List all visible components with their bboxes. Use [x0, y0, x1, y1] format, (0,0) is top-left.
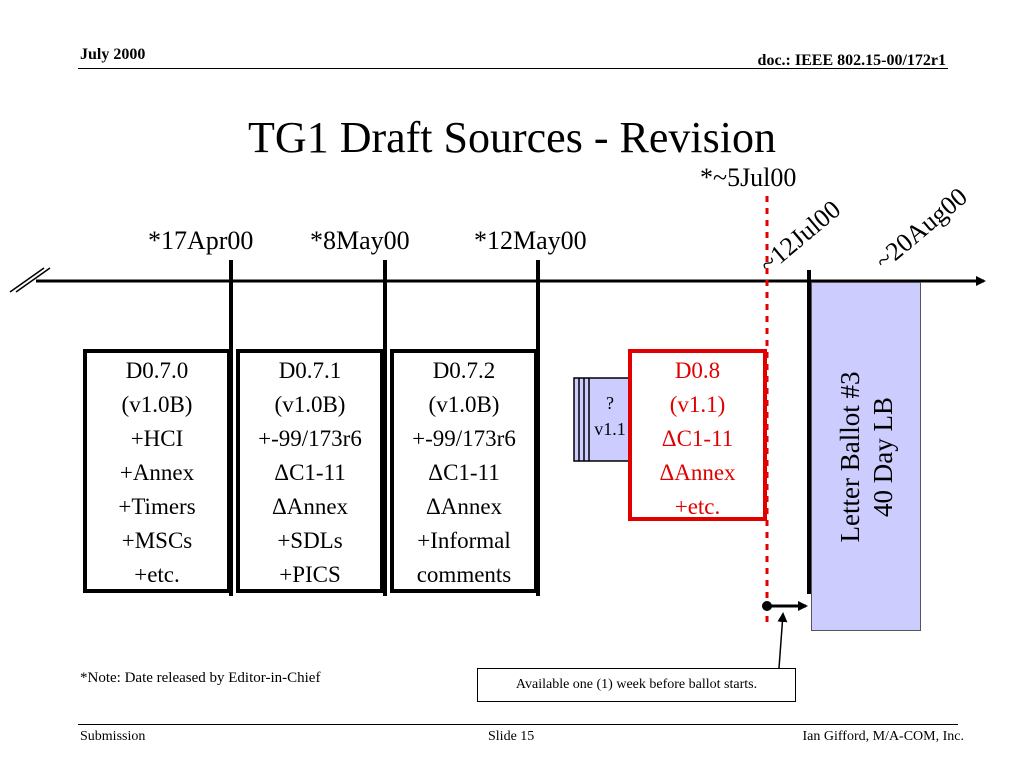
draft-line: ΔC1-11: [428, 460, 500, 485]
draft-line: comments: [416, 562, 512, 587]
arrow-label-line: v1.1: [594, 419, 626, 439]
ballot-line: Letter Ballot #3: [835, 371, 865, 543]
draft-line: +MSCs: [121, 528, 193, 553]
draft-line: ΔAnnex: [271, 494, 349, 519]
draft-line: (v1.1): [669, 392, 726, 417]
draft-line: +PICS: [279, 562, 341, 587]
callout-text: Available one (1) week before ballot sta…: [515, 677, 758, 692]
draft-line: ΔAnnex: [659, 460, 736, 485]
timeline-break-mark: [15, 267, 51, 293]
draft-line: D0.7.2: [432, 358, 496, 383]
date-label-8may: *8May00: [310, 226, 410, 255]
callout-box: Available one (1) week before ballot sta…: [477, 668, 796, 702]
footer-slide-number: Slide 15: [488, 729, 535, 744]
letter-ballot-box: Letter Ballot #3 40 Day LB: [811, 282, 921, 631]
footer-rule: [78, 724, 958, 725]
header-rule: [78, 68, 948, 69]
draft-line: +SDLs: [277, 528, 343, 553]
date-label-17apr: *17Apr00: [148, 226, 254, 255]
date-label-12may: *12May00: [474, 226, 587, 255]
callout-connector: [777, 612, 788, 669]
draft-box-d072: D0.7.2 (v1.0B) +-99/173r6 ΔC1-11 ΔAnnex …: [390, 349, 538, 593]
draft-line: ΔC1-11: [661, 426, 734, 451]
letter-ballot-text: Letter Ballot #3 40 Day LB: [834, 287, 900, 627]
draft-box-d071: D0.7.1 (v1.0B) +-99/173r6 ΔC1-11 ΔAnnex …: [236, 349, 384, 593]
ballot-line: 40 Day LB: [868, 397, 898, 517]
editor-note: *Note: Date released by Editor-in-Chief: [80, 670, 321, 686]
draft-line: (v1.0B): [121, 392, 193, 417]
draft-line: D0.7.0: [125, 358, 189, 383]
draft-line: +-99/173r6: [412, 426, 516, 451]
draft-line: +Timers: [118, 494, 196, 519]
process-arrow-label: ? v1.1: [588, 390, 632, 442]
draft-line: +-99/173r6: [258, 426, 362, 451]
draft-box-d08: D0.8 (v1.1) ΔC1-11 ΔAnnex +etc.: [628, 349, 767, 521]
draft-line: +etc.: [134, 562, 180, 587]
draft-line: (v1.0B): [428, 392, 500, 417]
footer-author: Ian Gifford, M/A-COM, Inc.: [802, 729, 965, 744]
slide-title: TG1 Draft Sources - Revision: [248, 113, 776, 162]
header-date: July 2000: [80, 46, 146, 63]
draft-line: +Annex: [119, 460, 195, 485]
draft-line: +Informal: [417, 528, 511, 553]
arrow-label-line: ?: [606, 393, 614, 413]
timeline-break-mark: [9, 267, 45, 293]
footer-submission: Submission: [80, 729, 146, 744]
draft-line: +etc.: [674, 494, 721, 519]
draft-line: D0.8: [674, 358, 721, 383]
draft-line: ΔAnnex: [425, 494, 503, 519]
draft-line: D0.7.1: [278, 358, 342, 383]
draft-line: (v1.0B): [274, 392, 346, 417]
date-label-5jul: *~5Jul00: [700, 163, 797, 192]
draft-line: ΔC1-11: [274, 460, 346, 485]
draft-box-d070: D0.7.0 (v1.0B) +HCI +Annex +Timers +MSCs…: [83, 349, 231, 593]
draft-line: +HCI: [130, 426, 184, 451]
header-doc-id: doc.: IEEE 802.15-00/172r1: [757, 52, 946, 69]
